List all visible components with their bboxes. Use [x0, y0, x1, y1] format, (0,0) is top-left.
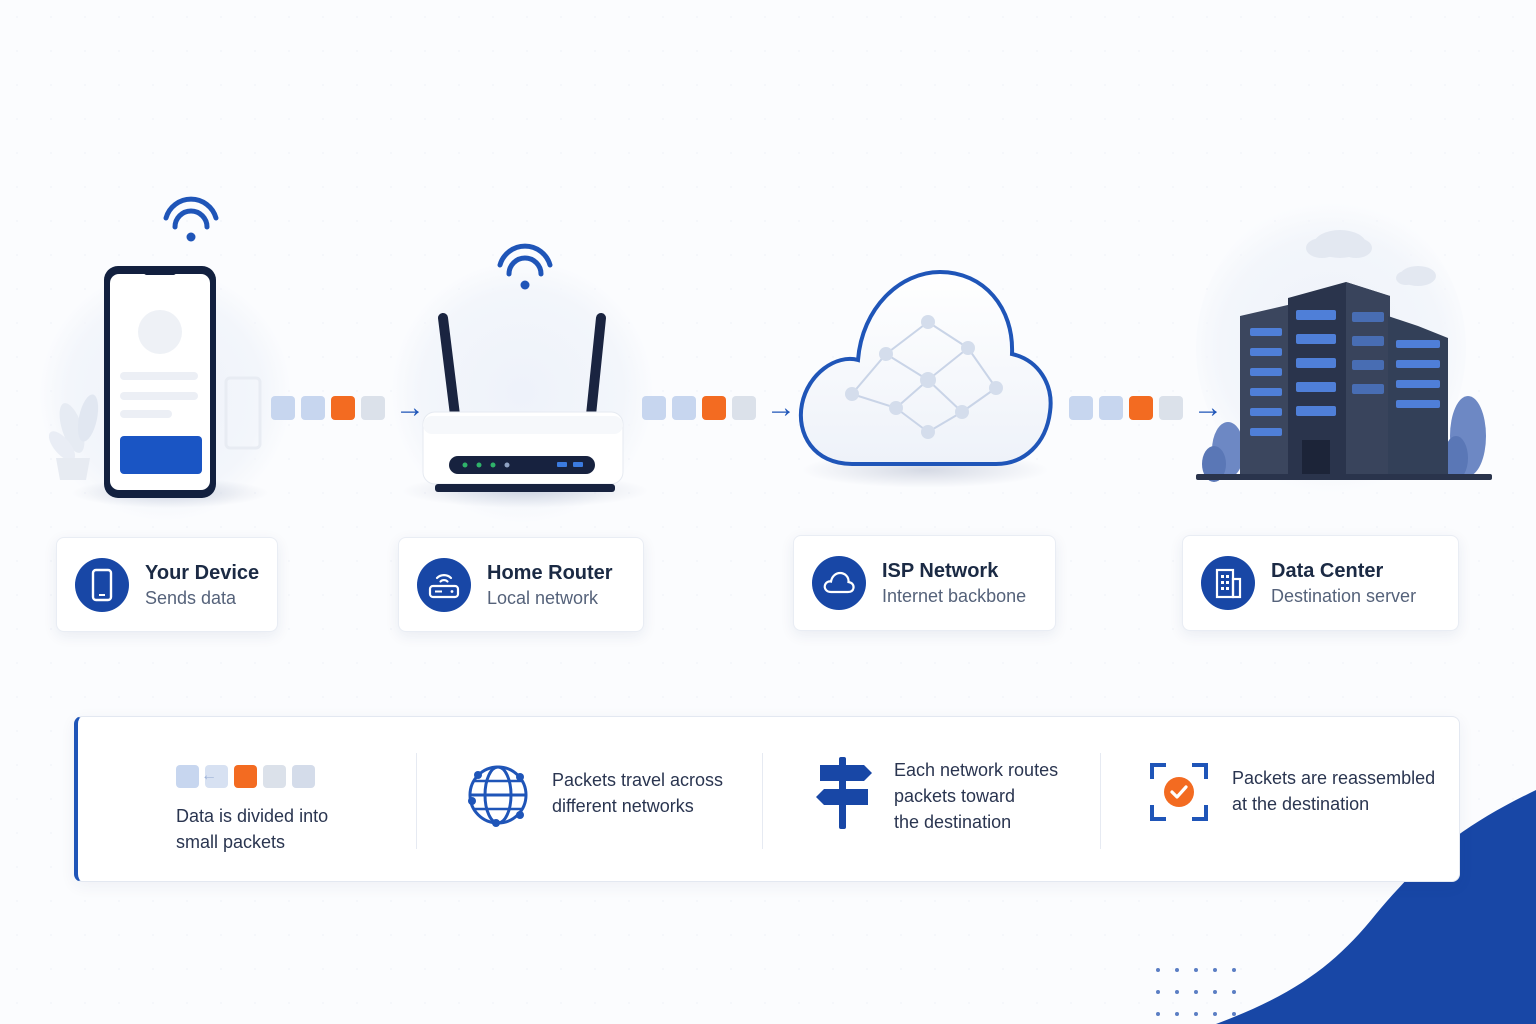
smartphone-icon: [75, 557, 129, 612]
divider: [1100, 753, 1101, 849]
reassemble-check-icon: [1150, 763, 1208, 821]
arrow-right-icon: →: [1193, 391, 1223, 424]
node-title: Data Center: [1271, 560, 1384, 582]
node-subtitle: Local network: [487, 587, 599, 608]
cloud-icon: [812, 556, 866, 610]
packet: [702, 396, 726, 420]
network-mesh: [845, 315, 1003, 439]
router-wifi-signal-icon: [497, 243, 553, 290]
globe-icon: [468, 765, 528, 827]
node-title: Home Router: [487, 561, 613, 584]
packet-flow-2: →: [642, 391, 796, 424]
packet: [672, 396, 696, 420]
packet: [271, 396, 295, 420]
dot-grid-decoration: [1156, 968, 1236, 1016]
divider: [762, 753, 763, 849]
packet: [1159, 396, 1183, 420]
packet: [331, 396, 355, 420]
step-text-3: Each network routes packets toward the d…: [894, 760, 1059, 832]
packet-flow-1: →: [271, 391, 425, 424]
packet: [1129, 396, 1153, 420]
packet: [1069, 396, 1093, 420]
packet: [642, 396, 666, 420]
node-title: Your Device: [145, 561, 260, 584]
arrow-right-icon: →: [395, 391, 425, 424]
datacenter-illustration: [1196, 230, 1492, 482]
node-card-device: Your Device Sends data: [56, 537, 278, 632]
wifi-signal-icon: [163, 196, 219, 242]
step-text-2: Packets travel across different networks: [552, 770, 724, 816]
node-subtitle: Destination server: [1271, 586, 1417, 606]
node-card-isp: ISP Network Internet backbone: [793, 535, 1056, 631]
packet: [361, 396, 385, 420]
router-icon: [417, 557, 471, 612]
node-subtitle: Sends data: [145, 587, 237, 608]
info-panel: ← Data is divided into small packets Pac…: [74, 716, 1460, 882]
plant-decoration: [48, 394, 99, 480]
packet: [301, 396, 325, 420]
packet-flow-3: →: [1069, 391, 1223, 424]
packets-icon: ←: [176, 765, 315, 788]
node-card-datacenter: Data Center Destination server: [1182, 535, 1459, 631]
building-icon: [1201, 556, 1255, 610]
packet: [1099, 396, 1123, 420]
signpost-icon: [816, 757, 872, 829]
step-text-4: Packets are reassembled at the destinati…: [1232, 768, 1436, 814]
router-illustration: [422, 243, 624, 492]
device-illustration: [48, 196, 262, 498]
node-subtitle: Internet backbone: [882, 586, 1027, 606]
node-card-router: Home Router Local network: [398, 537, 644, 632]
arrow-right-icon: →: [766, 391, 796, 424]
node-title: ISP Network: [882, 560, 999, 582]
step-text-1: Data is divided into small packets: [176, 806, 329, 852]
small-cloud: [1306, 230, 1436, 286]
divider: [416, 753, 417, 849]
packet: [732, 396, 756, 420]
server-lights: [1250, 310, 1440, 436]
isp-cloud-illustration: [798, 269, 1053, 466]
